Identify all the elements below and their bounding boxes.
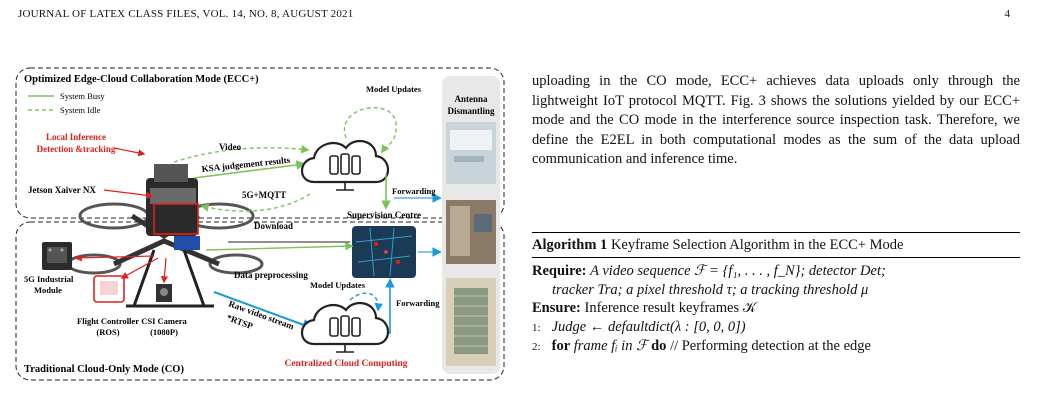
model-updates-top-label: Model Updates (366, 84, 422, 94)
centralized-cloud-label: Centralized Cloud Computing (285, 359, 408, 369)
model-updates-bottom-label: Model Updates (310, 280, 366, 290)
running-head: JOURNAL OF LATEX CLASS FILES, VOL. 14, N… (18, 8, 354, 20)
video-label: Video (219, 142, 242, 152)
edge-cloud-icon (300, 139, 390, 191)
supervision-label: Supervision Centre (347, 210, 421, 220)
supervision-screen (352, 226, 416, 278)
body-paragraph: uploading in the CO mode, ECC+ achieves … (532, 72, 1020, 170)
algorithm-line-2: 2: for frame fᵢ in ℱ do // Performing de… (532, 337, 1020, 357)
algorithm-require-line: Require: A video sequence ℱ = {f₁, . . .… (532, 262, 1020, 281)
fiveg-module-label-1: 5G Industrial (24, 274, 74, 284)
legend-idle: System Idle (60, 105, 101, 115)
fiveg-mqtt-label: 5G+MQTT (242, 190, 286, 200)
ensure-keyword: Ensure: (532, 300, 581, 317)
download-link (200, 193, 311, 212)
line-number-2: 2: (532, 341, 541, 354)
central-cloud-icon (300, 301, 390, 353)
algorithm-line-1: 1: Judge ← defaultdict(λ : [0, 0, 0]) (532, 318, 1020, 338)
5g-module-illustration (42, 242, 72, 270)
algorithm-line-1-text: Judge ← defaultdict(λ : [0, 0, 0]) (551, 318, 746, 335)
require-text-2: tracker Tra; a pixel threshold τ; a trac… (552, 281, 869, 298)
legend-busy: System Busy (60, 91, 105, 101)
co-panel-title: Traditional Cloud-Only Mode (CO) (24, 364, 184, 375)
forwarding-bottom-label: Forwarding (396, 298, 440, 308)
video-link (173, 145, 310, 163)
algorithm-ensure-line: Ensure: Inference result keyframes 𝒦 (532, 299, 1020, 318)
system-architecture-figure: Antenna Dismantling Optimized Edge-Cloud… (15, 67, 505, 381)
algorithm-block: Algorithm 1 Keyframe Selection Algorithm… (532, 232, 1020, 357)
jetson-label: Jetson Xaiver NX (28, 185, 96, 195)
require-text-1: A video sequence ℱ = {f₁, . . . , f_N}; … (590, 263, 886, 280)
data-preprocessing-label: Data preprocessing (234, 270, 308, 280)
ksa-link (193, 160, 306, 179)
do-keyword: do (651, 338, 667, 355)
forwarding-top-label: Forwarding (392, 186, 436, 196)
page-number: 4 (1004, 8, 1011, 20)
ecc-panel-border (15, 67, 505, 219)
download-label: Download (254, 221, 293, 231)
local-inference-label-1: Local Inference (46, 132, 106, 142)
csi-camera-illustration (156, 284, 172, 302)
flight-controller-label-2: (ROS) (96, 327, 119, 337)
fiveg-module-label-2: Module (34, 285, 62, 295)
drone-illustration (66, 164, 264, 308)
algorithm-require-line-2: tracker Tra; a pixel threshold τ; a trac… (532, 281, 1020, 300)
algorithm-mid-rule (532, 257, 1020, 259)
algorithm-line-2-text: frame fᵢ in ℱ (573, 338, 648, 355)
algorithm-line-2-comment: // Performing detection at the edge (670, 338, 871, 355)
model-updates-bottom-link (349, 292, 383, 312)
body-paragraph-text: uploading in the CO mode, ECC+ achieves … (532, 73, 1020, 168)
csi-camera-label-1: CSI Camera (141, 316, 187, 326)
local-inference-label-2: Detection &tracking (37, 144, 116, 154)
antenna-title-1: Antenna (454, 94, 488, 104)
algorithm-label: Algorithm 1 (532, 237, 608, 254)
ensure-text: Inference result keyframes 𝒦 (584, 300, 757, 317)
require-keyword: Require: (532, 263, 587, 280)
antenna-title-2: Dismantling (447, 106, 495, 116)
model-updates-top-link (343, 106, 397, 154)
raw-video-link (213, 291, 315, 331)
flight-controller-label-1: Flight Controller (77, 316, 139, 326)
algorithm-top-rule (532, 232, 1020, 234)
line-number-1: 1: (532, 321, 541, 334)
ecc-panel-title: Optimized Edge-Cloud Collaboration Mode … (24, 74, 259, 85)
co-panel-border (15, 221, 505, 381)
algorithm-title: Keyframe Selection Algorithm in the ECC+… (610, 237, 904, 254)
flight-controller-illustration (93, 275, 125, 303)
csi-camera-label-2: (1080P) (150, 327, 178, 337)
algorithm-caption: Algorithm 1 Keyframe Selection Algorithm… (532, 236, 1020, 254)
for-keyword: for (551, 338, 571, 355)
